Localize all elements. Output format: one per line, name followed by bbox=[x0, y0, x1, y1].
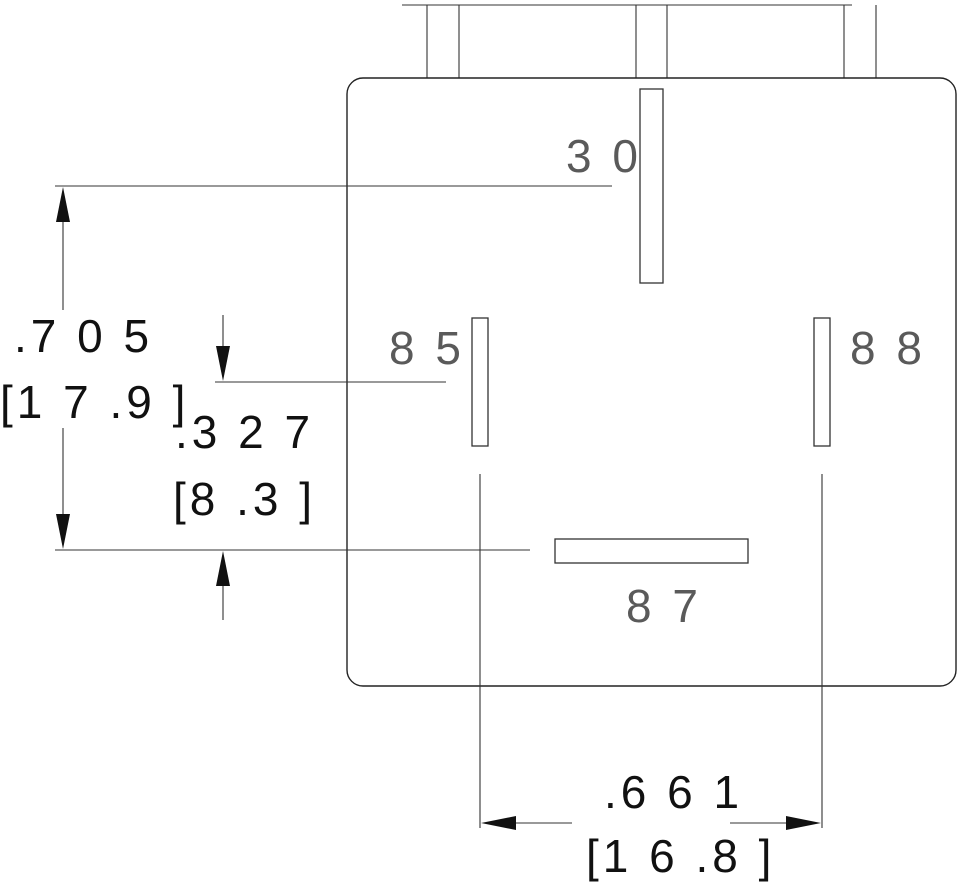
offset-arrow-top bbox=[216, 346, 230, 381]
width-dimension-inches: .6 6 1 bbox=[604, 766, 743, 818]
pin-30 bbox=[639, 88, 664, 284]
width-dimension-mm: [1 6 .8 ] bbox=[586, 830, 775, 882]
offset-dimension bbox=[215, 315, 446, 620]
pin-88-label: 8 8 bbox=[850, 322, 926, 374]
pin-87-label: 8 7 bbox=[626, 580, 702, 632]
height-dimension bbox=[55, 185, 612, 551]
width-dimension bbox=[479, 474, 823, 830]
offset-dimension-mm: [8 .3 ] bbox=[173, 473, 316, 525]
height-arrow-bottom bbox=[56, 514, 70, 549]
pin-30-label: 3 0 bbox=[566, 130, 642, 182]
pin-85-label: 8 5 bbox=[389, 322, 465, 374]
height-dimension-mm: [1 7 .9 ] bbox=[0, 376, 189, 428]
top-leads bbox=[402, 4, 877, 78]
pin-88 bbox=[813, 317, 831, 447]
offset-dimension-inches: .3 2 7 bbox=[175, 406, 314, 458]
width-arrow-right bbox=[786, 816, 821, 830]
offset-arrow-bottom bbox=[216, 551, 230, 586]
width-arrow-left bbox=[481, 816, 516, 830]
height-dimension-inches: .7 0 5 bbox=[14, 310, 153, 362]
pin-85 bbox=[471, 317, 489, 447]
pin-87 bbox=[554, 538, 749, 564]
height-arrow-top bbox=[56, 187, 70, 222]
